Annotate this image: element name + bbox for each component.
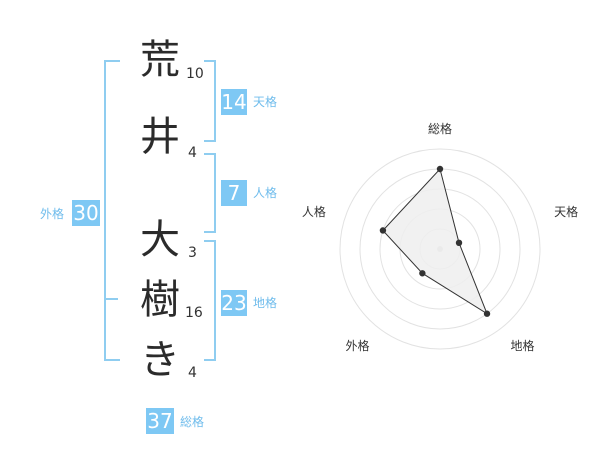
stroke-count-5: 4 [188, 365, 197, 381]
tenkaku-value: 14 [221, 89, 247, 115]
name-char-4: 樹 [140, 277, 180, 323]
radar-point-3 [419, 270, 426, 277]
gaikaku-bracket-divider [106, 298, 118, 300]
radar-point-1 [455, 239, 463, 247]
gaikaku-bracket [104, 60, 120, 361]
jinkaku-value: 7 [221, 180, 247, 206]
stroke-count-2: 4 [188, 145, 197, 161]
soukaku-value: 37 [146, 408, 174, 434]
gaikaku-label: 外格 [40, 207, 65, 221]
jinkaku-bracket [204, 153, 216, 233]
radar-point-0 [436, 165, 444, 173]
chikaku-label: 地格 [253, 296, 278, 310]
radar-series-polygon [382, 167, 489, 315]
chikaku-bracket [204, 240, 216, 361]
radar-axis-label-0: 総格 [428, 121, 452, 136]
radar-area [382, 167, 489, 315]
name-char-1: 荒 [140, 37, 180, 83]
name-char-3: 大 [140, 217, 180, 263]
tenkaku-label: 天格 [253, 95, 278, 109]
stroke-count-4: 16 [185, 305, 203, 321]
jinkaku-label: 人格 [253, 186, 278, 200]
radar-axis-label-2: 地格 [511, 338, 535, 353]
radar-points [379, 165, 491, 317]
radar-axis-label-4: 人格 [302, 204, 326, 219]
soukaku-label: 総格 [180, 415, 205, 429]
radar-point-2 [483, 310, 491, 317]
radar-axis-label-1: 天格 [554, 204, 578, 219]
radar-axis-label-3: 外格 [345, 338, 369, 353]
stroke-count-1: 10 [186, 66, 204, 82]
radar-ring-5 [339, 148, 541, 350]
tenkaku-bracket [204, 60, 216, 142]
gaikaku-value: 30 [72, 200, 100, 226]
name-char-2: 井 [140, 114, 180, 160]
stroke-count-3: 3 [188, 245, 197, 261]
radar-point-4 [379, 227, 387, 234]
chikaku-value: 23 [221, 290, 247, 316]
name-char-5: き [140, 337, 180, 383]
